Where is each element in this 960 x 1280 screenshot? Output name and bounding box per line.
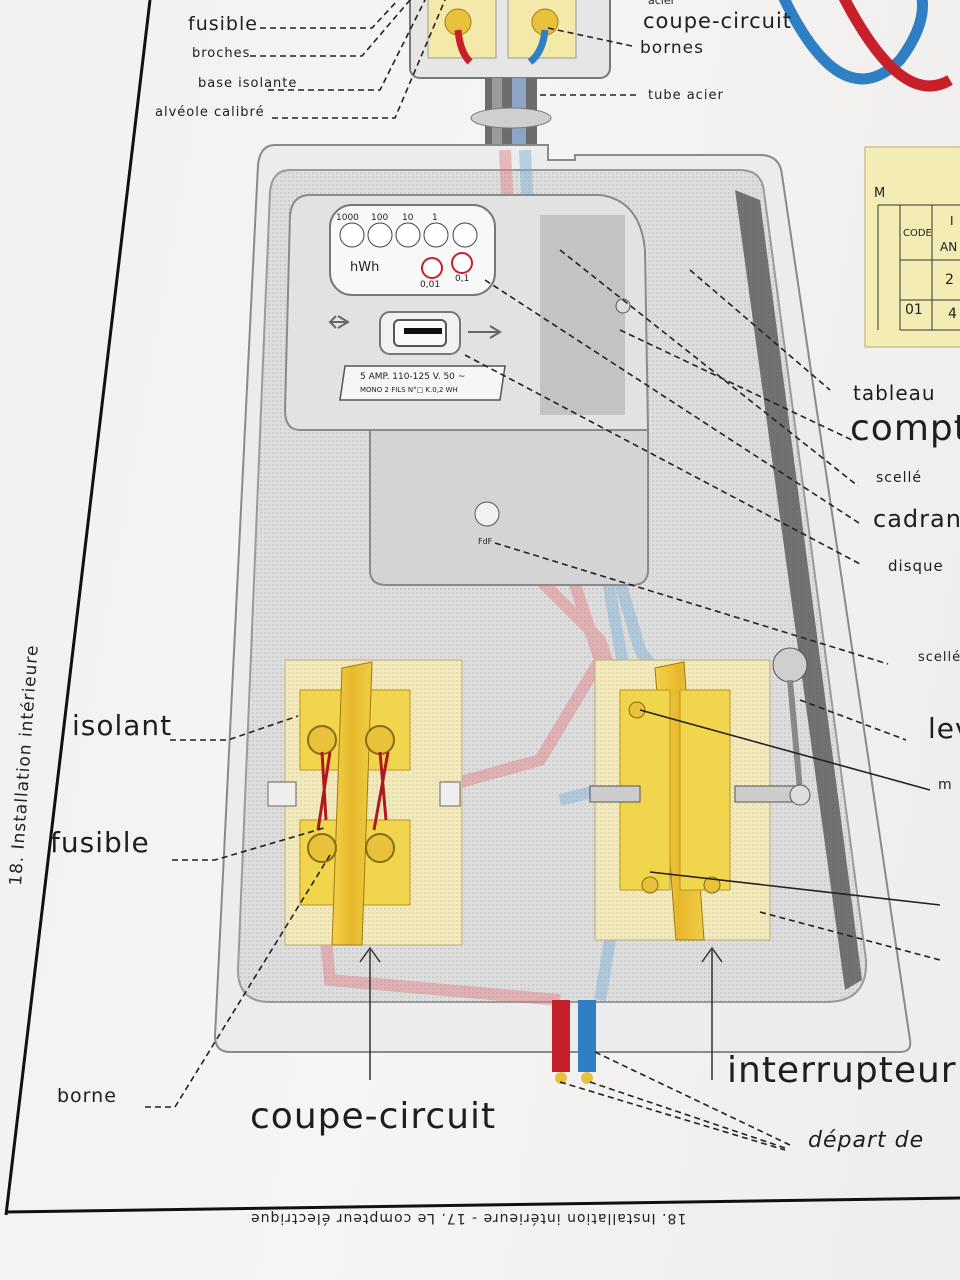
left-cutout [267,659,463,946]
out-phase [552,1000,570,1072]
meter-dials [339,222,478,279]
meter-unit: hWh [350,260,380,275]
border-bottom [5,1196,960,1214]
label-alveole: alvéole calibré [155,105,265,120]
footer-title: 18. Installation intérieure - 17. Le com… [250,1210,687,1226]
table-corner: M [874,186,886,201]
label-manette: m [938,777,953,793]
right-switch [589,647,811,941]
table-code: CODE [903,228,932,239]
label-scelle-1: scellé [876,470,922,486]
label-broches: broches [192,46,251,61]
dial-label-1: 1 [432,213,438,223]
label-scelle-2: scellé [918,650,960,665]
border-left [4,0,152,1216]
nameplate-line-1: 5 AMP. 110-125 V. 50 ~ [360,372,466,382]
label-cadran: cadran [873,505,960,533]
table-an: AN [940,240,958,254]
label-tableau: tableau [853,381,936,405]
label-disque: disque [888,557,944,575]
label-base-isolante: base isolante [198,76,298,91]
label-top-fusible: fusible [188,13,258,35]
label-borne: borne [57,1085,117,1107]
out-neutral [578,1000,596,1072]
top-fuse-holder [409,0,611,79]
label-fusible: fusible [50,826,150,859]
table-card [864,146,960,348]
dial-label-100: 100 [371,213,389,223]
seal-icon [474,501,500,527]
table-row-01: 01 [905,302,923,318]
fd-mark: FdF [478,537,493,546]
label-acier: acier [648,0,676,7]
lever-knob [772,647,808,683]
nameplate [339,365,506,401]
table-val-2: 2 [945,272,954,288]
meter-body [283,194,650,586]
label-tube-acier: tube acier [648,88,724,103]
label-levier: lev [928,712,960,745]
label-bornes: bornes [640,38,704,58]
label-coupe-circuit: coupe-circuit [250,1096,497,1137]
leader-lines [145,0,941,1151]
label-interrupteur: interrupteur [727,1050,957,1091]
label-compteur: compt [850,408,960,449]
dial-label-10: 10 [402,213,414,223]
dial-label-1000: 1000 [336,213,359,223]
small-dial-label-001: 0,01 [420,280,441,290]
nameplate-line-2: MONO 2 FILS N°□ K.0,2 WH [360,386,458,394]
small-dial-label-01: 0,1 [455,274,470,284]
label-coupe-circuit-top: coupe-circuit [643,9,793,33]
label-depart: départ de [808,1128,925,1153]
label-isolant: isolant [72,709,173,742]
table-i: I [950,214,954,228]
table-val-4: 4 [948,306,957,322]
